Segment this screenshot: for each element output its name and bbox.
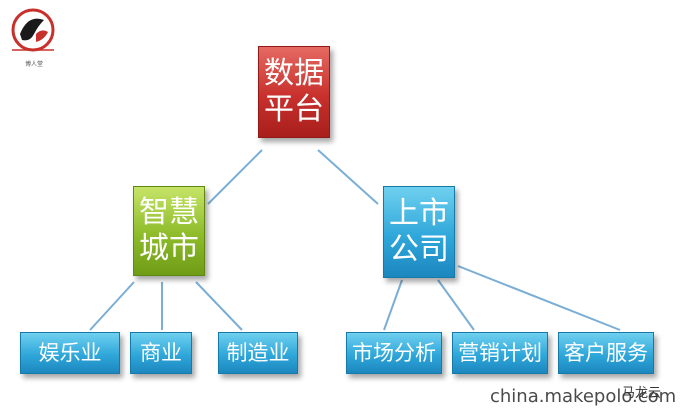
node-listed-company: 上市 公司: [383, 186, 455, 278]
connector-listed-marketingplan: [437, 279, 475, 331]
leaf-market-analysis: 市场分析: [346, 332, 442, 374]
node-root: 数据 平台: [258, 46, 330, 138]
signature-stamp: 马龙云: [622, 386, 662, 401]
node-smart-city: 智慧 城市: [133, 186, 205, 276]
watermark-text: china.makepolo.com: [490, 386, 677, 407]
company-logo: 博人堂: [4, 4, 62, 68]
connector-smartcity-manufacturing: [195, 281, 243, 331]
leaf-entertainment: 娱乐业: [20, 332, 120, 374]
logo-subtext: 博人堂: [25, 61, 44, 68]
connector-smartcity-entertainment: [89, 281, 135, 331]
connector-listed-marketanalysis: [383, 279, 403, 331]
connector-root-smartcity: [207, 149, 263, 205]
leaf-marketing-plan: 营销计划: [452, 332, 548, 374]
leaf-commerce: 商业: [130, 332, 192, 374]
leaf-manufacturing: 制造业: [218, 332, 298, 374]
connector-listed-customerservice: [457, 265, 621, 331]
leaf-customer-service: 客户服务: [558, 332, 654, 374]
connector-root-listed: [317, 149, 379, 205]
logo-emblem-icon: [11, 8, 55, 52]
